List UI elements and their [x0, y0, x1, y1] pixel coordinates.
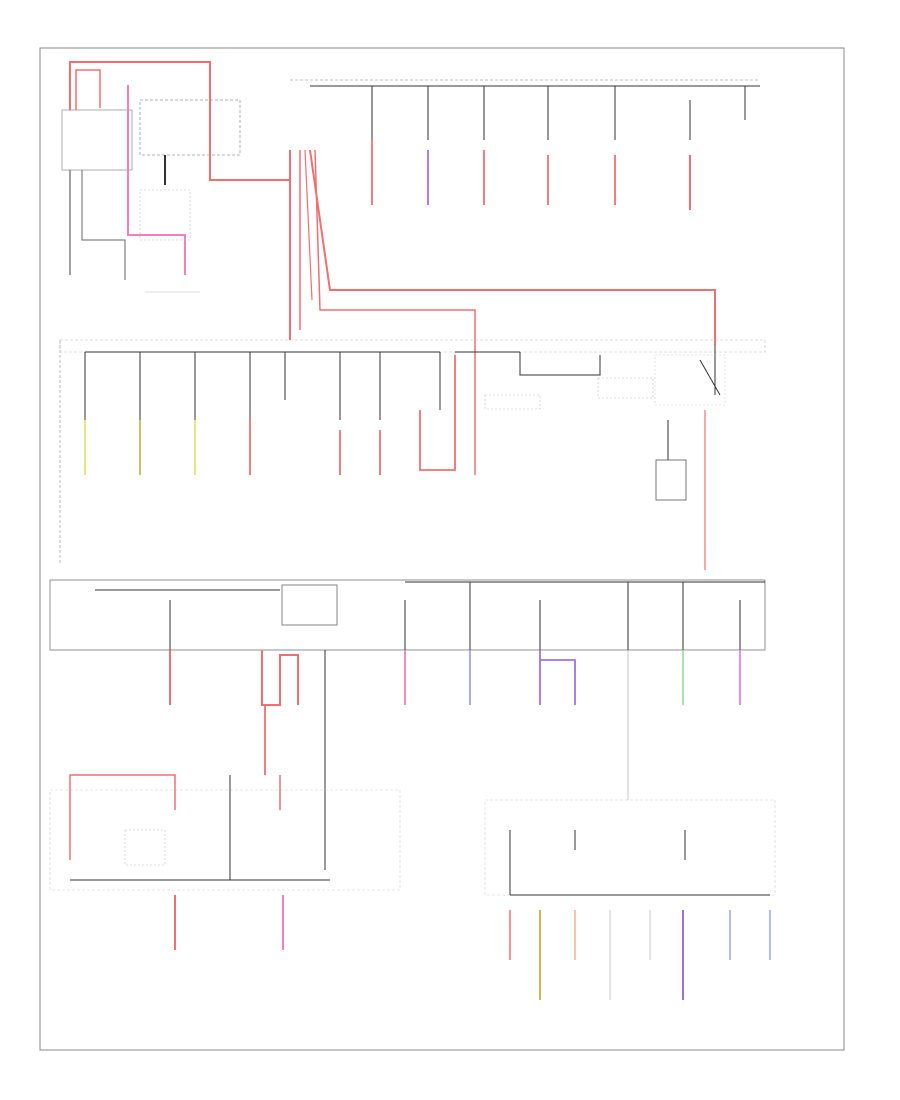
lower-drops [169, 650, 741, 870]
battery-red-loop [69, 61, 291, 181]
bottom-right-group [484, 799, 776, 1000]
upper-fuse-rail [290, 79, 760, 210]
middle-fuse-box [59, 339, 766, 570]
outer-frame [39, 47, 845, 1051]
bottom-left-group [49, 774, 401, 950]
battery-gray-wire [81, 170, 126, 280]
battery-red-loop2 [75, 69, 101, 110]
battery-box [61, 109, 133, 171]
lower-fuse-box [49, 579, 766, 651]
generator-box [139, 189, 191, 241]
battery-pink-wire [127, 85, 186, 275]
feed-wires [289, 149, 716, 475]
battery-section [61, 61, 291, 293]
main-fuse-box [139, 99, 241, 156]
